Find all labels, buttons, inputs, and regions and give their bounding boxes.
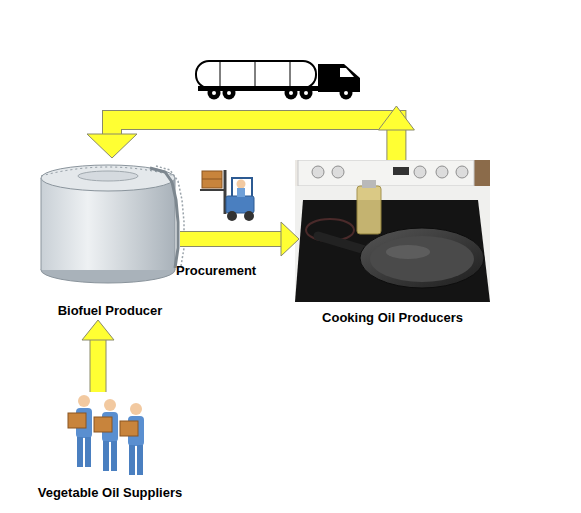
forklift-fork — [200, 189, 225, 191]
truck-wheels — [208, 87, 353, 100]
forklift-icon — [200, 170, 254, 221]
pan-handle — [318, 236, 365, 250]
stove-frame — [295, 186, 490, 302]
bottle-cap — [362, 180, 376, 188]
tank-body — [41, 178, 175, 270]
glass-cooktop — [295, 200, 490, 302]
crate — [202, 171, 222, 188]
arrow-head-bend — [378, 106, 414, 130]
node-caption: Vegetable Oil Suppliers — [38, 485, 183, 500]
pan-reflection — [386, 245, 430, 259]
storage-tank — [41, 165, 184, 283]
control-panel — [298, 160, 474, 186]
frying-pan — [360, 228, 484, 288]
tank-stairs — [150, 168, 178, 268]
truck-band — [290, 62, 291, 87]
worker-figure — [94, 399, 118, 471]
arrow-outline — [112, 120, 396, 160]
arrow-outline — [180, 231, 282, 247]
tank-roof-cap — [78, 171, 138, 181]
node-box: Cooking Oil Producers — [295, 160, 490, 325]
node-caption: Biofuel Producer — [58, 303, 163, 318]
node-caption: Cooking Oil Producers — [322, 310, 463, 325]
truck-chassis — [198, 86, 360, 91]
block-arrow — [82, 320, 114, 392]
arrow-shaft — [91, 339, 106, 392]
arrow-head — [281, 222, 299, 256]
truck-tank — [196, 61, 316, 88]
edge-label: Procurement — [176, 263, 256, 278]
workers-icon — [68, 395, 144, 475]
pan-surface — [370, 236, 474, 282]
node-box: Biofuel Producer — [40, 160, 180, 318]
forklift-cage — [232, 178, 252, 196]
stove-knobs — [312, 166, 468, 178]
truck-band — [220, 62, 221, 87]
stove-display — [393, 167, 409, 175]
tanker-truck — [196, 61, 360, 100]
crate-line — [202, 179, 222, 180]
forklift-body — [226, 196, 254, 213]
block-arrow — [180, 222, 299, 256]
arrow-shaft — [180, 232, 282, 246]
worker-figure — [120, 403, 144, 475]
worker-figure — [68, 395, 92, 467]
forklift-wheel — [244, 211, 254, 221]
block-arrow — [87, 106, 414, 160]
cooktop-photo — [295, 160, 490, 302]
driver-head — [237, 180, 246, 189]
tank-edge — [41, 178, 42, 270]
forklift-wheel — [227, 211, 237, 221]
truck-window — [340, 68, 354, 77]
arrow-head — [87, 134, 137, 158]
arrow-head — [82, 320, 114, 340]
node-box: Vegetable Oil Suppliers — [20, 392, 200, 500]
arrow-outline — [90, 339, 107, 392]
arrow-shaft — [112, 120, 396, 160]
oil-bottle — [357, 186, 381, 234]
driver-body — [237, 188, 245, 197]
photo-background — [295, 160, 490, 302]
truck-band — [255, 62, 256, 87]
tank-stair-rail — [156, 166, 184, 266]
truck-hubs — [212, 91, 348, 95]
